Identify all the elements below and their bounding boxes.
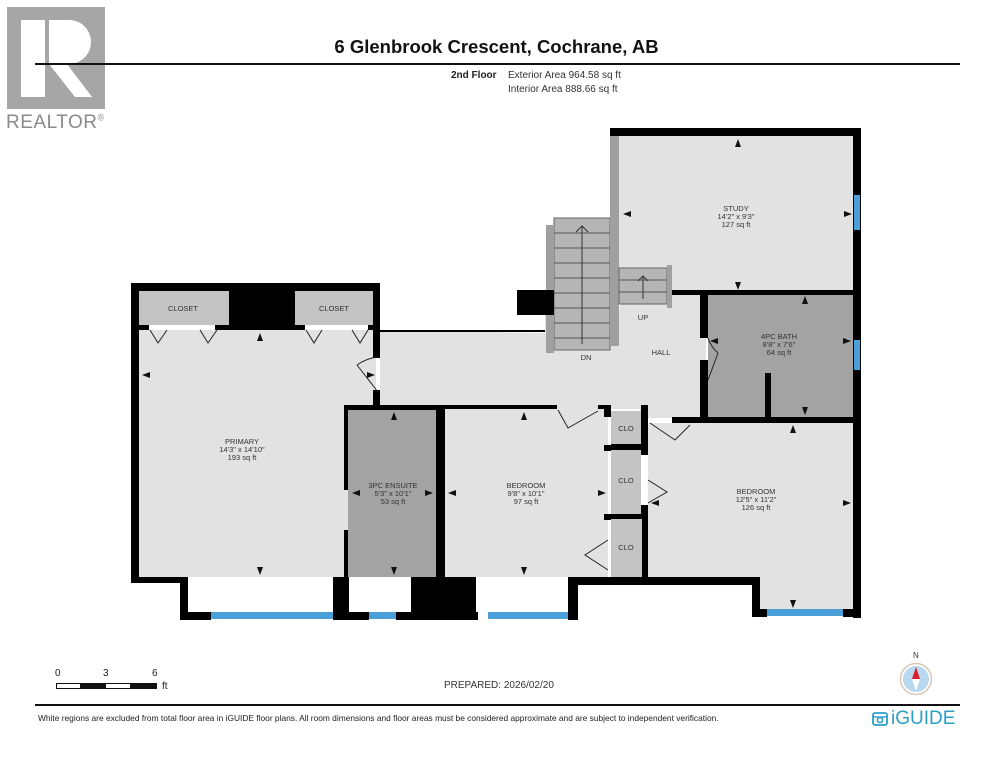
bath4-area: 64 sq ft — [767, 348, 793, 357]
bedroom2-name: BEDROOM — [737, 487, 776, 496]
primary-dims: 14'3" x 14'10" — [219, 445, 265, 454]
staircase-landing[interactable] — [618, 265, 672, 308]
interior-area: Interior Area 888.66 sq ft — [508, 84, 618, 95]
window-primary — [211, 612, 333, 619]
room-hall[interactable] — [380, 293, 706, 418]
page-title: 6 Glenbrook Crescent, Cochrane, AB — [334, 36, 659, 57]
hall-label: HALL — [652, 348, 671, 357]
clo-3[interactable] — [611, 519, 642, 577]
footer-divider — [35, 704, 960, 706]
scale-bar — [56, 683, 157, 689]
staircase-main[interactable] — [546, 136, 619, 353]
bedroom2-area: 126 sq ft — [742, 503, 772, 512]
realtor-logo — [7, 7, 105, 109]
window-study — [854, 195, 860, 230]
iguide-logo: iGUIDE — [872, 708, 955, 730]
clo1-label: CLO — [618, 424, 634, 433]
floor-label: 2nd Floor — [451, 70, 497, 81]
primary-name: PRIMARY — [225, 437, 259, 446]
scale-tick-6: 6 — [152, 668, 158, 679]
closet-left[interactable] — [139, 290, 229, 325]
clo2-label: CLO — [618, 476, 634, 485]
window-bedroom-2 — [767, 609, 843, 616]
realtor-text: REALTOR — [6, 112, 98, 133]
window-ensuite — [369, 612, 396, 619]
ensuite-name: 3PC ENSUITE — [368, 481, 417, 490]
closet-right-label: CLOSET — [319, 304, 349, 313]
closet-right[interactable] — [295, 290, 373, 325]
compass-north-label: N — [913, 651, 919, 660]
compass-icon — [899, 662, 933, 696]
bedroom2-dims: 12'5" x 11'2" — [736, 495, 777, 504]
primary-area: 193 sq ft — [228, 453, 258, 462]
scale-tick-0: 0 — [55, 668, 61, 679]
study-name: STUDY — [723, 204, 748, 213]
iguide-wordmark: iGUIDE — [891, 708, 956, 729]
bath4-dims: 8'8" x 7'6" — [763, 340, 796, 349]
door-swings — [149, 329, 719, 571]
room-3pc-ensuite[interactable] — [348, 409, 436, 577]
room-bedroom-1[interactable] — [445, 409, 608, 577]
realtor-wordmark: REALTOR® — [6, 112, 105, 134]
room-study[interactable] — [619, 136, 853, 293]
exterior-area: Exterior Area 964.58 sq ft — [508, 70, 621, 81]
clo3-label: CLO — [618, 543, 634, 552]
walls — [131, 128, 861, 620]
stairs-down-label: DN — [581, 353, 592, 362]
room-bedroom-2[interactable] — [648, 423, 853, 611]
ensuite-dims: 5'3" x 10'1" — [375, 489, 412, 498]
realtor-r-icon — [21, 20, 92, 97]
dimension-markers — [142, 139, 852, 608]
windows — [211, 195, 860, 619]
study-area: 127 sq ft — [722, 220, 752, 229]
iguide-camera-icon — [872, 712, 888, 726]
scale-tick-3: 3 — [103, 668, 109, 679]
window-bedroom-1 — [488, 612, 568, 619]
title-divider — [35, 63, 960, 65]
stairs-up-label: UP — [638, 313, 648, 322]
closet-left-label: CLOSET — [168, 304, 198, 313]
window-bath — [854, 340, 860, 370]
registered-mark: ® — [97, 112, 105, 123]
prepared-date: PREPARED: 2026/02/20 — [444, 680, 554, 691]
bedroom1-area: 97 sq ft — [514, 497, 540, 506]
clo-1[interactable] — [611, 411, 641, 444]
scale-unit: ft — [162, 681, 168, 692]
room-primary[interactable] — [139, 330, 376, 577]
room-4pc-bath[interactable] — [708, 293, 853, 417]
room-fills — [139, 136, 853, 613]
study-dims: 14'2" x 9'3" — [718, 212, 755, 221]
bedroom1-name: BEDROOM — [507, 481, 546, 490]
ensuite-area: 53 sq ft — [381, 497, 407, 506]
bedroom1-dims: 9'8" x 10'1" — [508, 489, 545, 498]
bath4-name: 4PC BATH — [761, 332, 797, 341]
disclaimer: White regions are excluded from total fl… — [38, 713, 719, 723]
clo-2[interactable] — [611, 450, 641, 514]
